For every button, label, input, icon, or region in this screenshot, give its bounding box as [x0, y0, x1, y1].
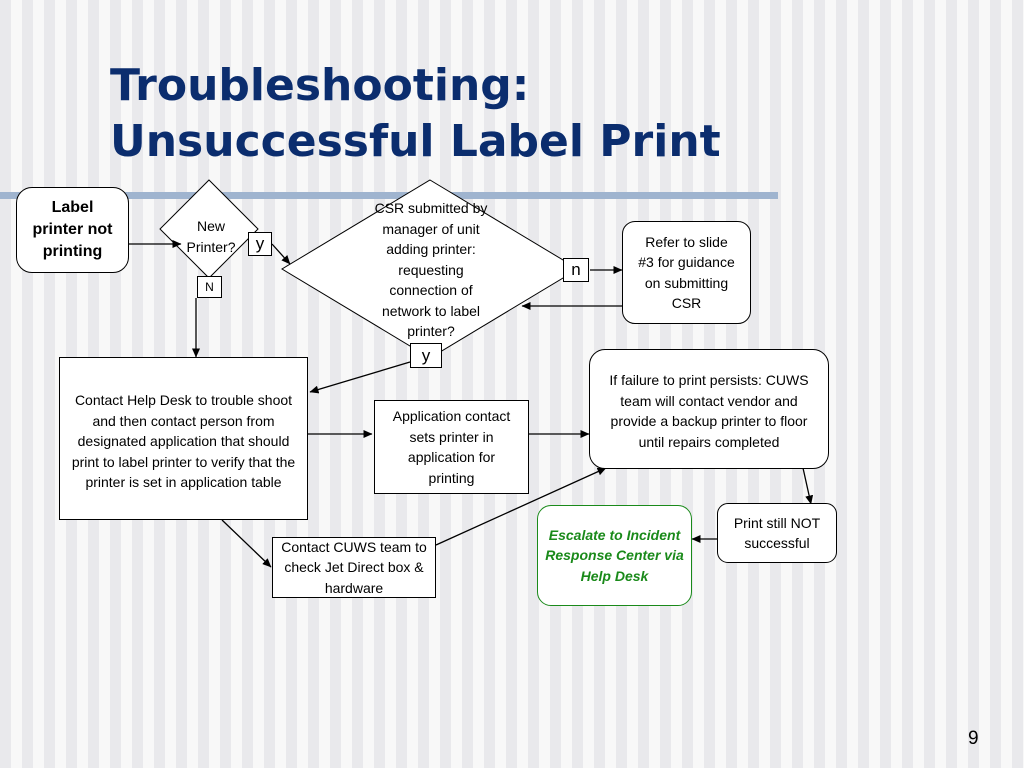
contact-help-desk-label: Contact Help Desk to trouble shoot and t…: [71, 392, 296, 490]
contact-cuws-label: Contact CUWS team to check Jet Direct bo…: [281, 538, 427, 596]
failure-persists-label: If failure to print persists: CUWS team …: [609, 372, 809, 450]
arrow-csr-yes-to-help-desk: [309, 361, 411, 394]
application-contact-node: Application contact sets printer in appl…: [374, 400, 529, 494]
contact-cuws-node: Contact CUWS team to check Jet Direct bo…: [272, 537, 436, 598]
escalate-node: Escalate to Incident Response Center via…: [537, 505, 692, 606]
page-number: 9: [968, 728, 979, 749]
slide-title: Troubleshooting: Unsuccessful Label Prin…: [110, 58, 721, 170]
new-printer-yes-tag: y: [248, 232, 272, 256]
application-contact-label: Application contact sets printer in appl…: [392, 408, 511, 486]
print-still-node: Print still NOT successful: [717, 503, 837, 563]
title-line-2: Unsuccessful Label Print: [110, 116, 721, 167]
start-node: Label printer not printing: [16, 187, 129, 273]
contact-help-desk-node: Contact Help Desk to trouble shoot and t…: [59, 357, 308, 520]
arrow-new-printer-to-csr: [271, 243, 291, 265]
arrow-help-desk-to-cuws: [221, 519, 272, 568]
title-rule: [0, 192, 778, 199]
escalate-label: Escalate to Incident Response Center via…: [545, 526, 684, 584]
start-node-label: Label printer not printing: [32, 199, 113, 260]
csr-no-label: n: [571, 260, 581, 279]
title-line-1: Troubleshooting:: [110, 60, 530, 111]
refer-slide-label: Refer to slide #3 for guidance on submit…: [638, 233, 735, 312]
new-printer-yes-label: y: [255, 234, 265, 253]
arrow-failure-to-print-still: [802, 467, 814, 505]
csr-yes-tag: y: [410, 343, 442, 368]
csr-submitted-label: CSR submitted by manager of unit adding …: [374, 200, 488, 339]
refer-slide-node: Refer to slide #3 for guidance on submit…: [622, 221, 751, 324]
new-printer-no-label: N: [205, 280, 214, 294]
csr-yes-label: y: [421, 345, 431, 365]
csr-no-tag: n: [563, 258, 589, 282]
new-printer-label: New Printer?: [186, 218, 236, 255]
new-printer-no-tag: N: [197, 276, 222, 298]
arrow-cuws-to-failure: [435, 467, 607, 546]
print-still-label: Print still NOT successful: [733, 514, 821, 552]
failure-persists-node: If failure to print persists: CUWS team …: [589, 349, 829, 469]
